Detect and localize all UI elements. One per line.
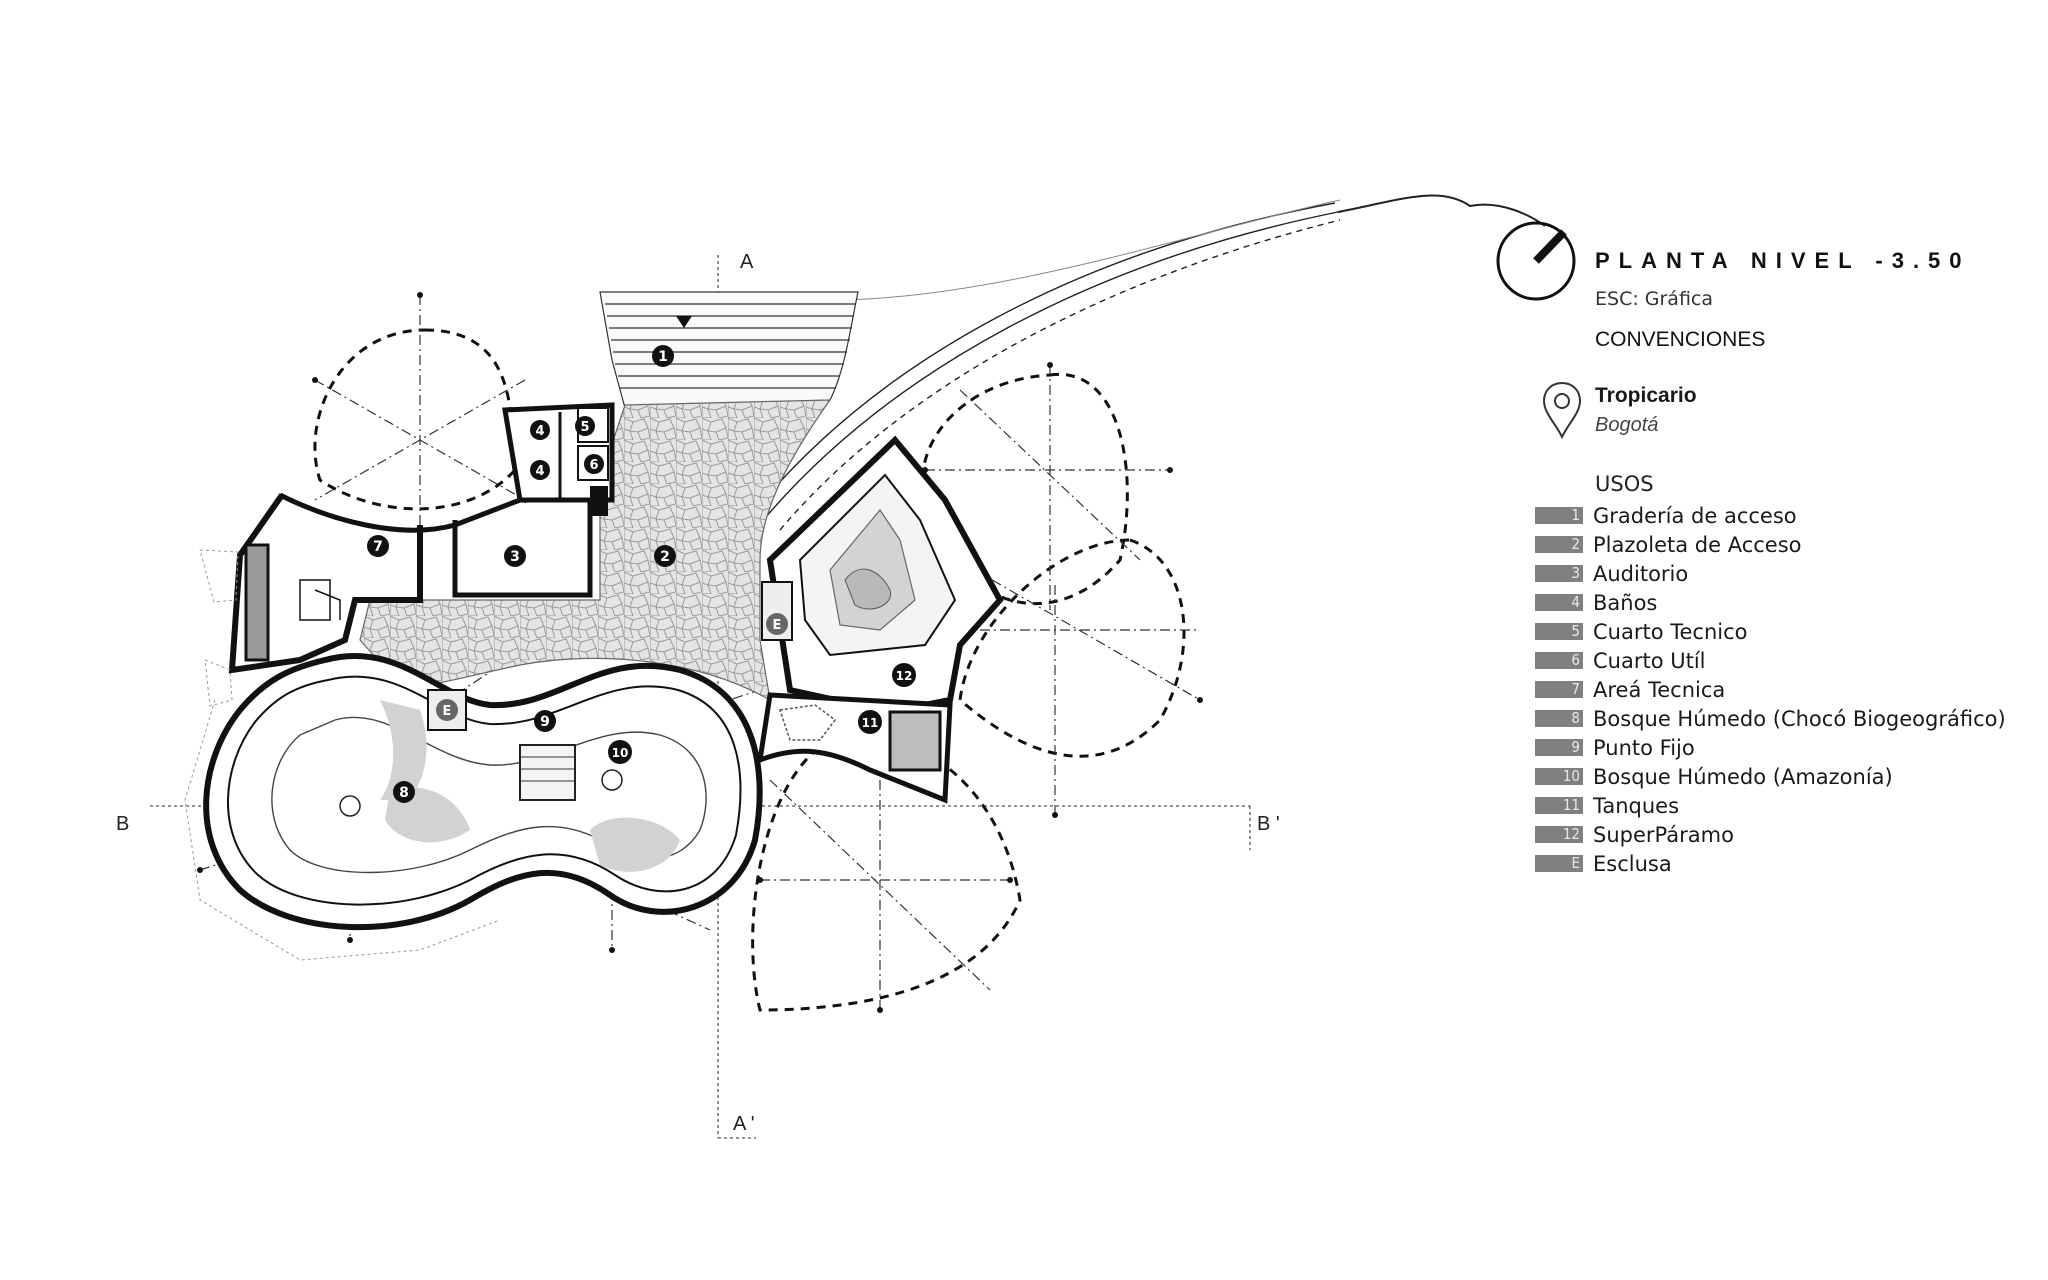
legend-item: E Esclusa	[1535, 849, 2006, 878]
legend-code: 10	[1535, 768, 1583, 785]
legend-label: Bosque Húmedo (Amazonía)	[1593, 764, 1893, 789]
legend-label: Baños	[1593, 590, 1658, 615]
room-marker-2-label: 2	[660, 549, 670, 565]
legend-code: 5	[1535, 623, 1583, 640]
room-marker-10	[608, 740, 632, 764]
room-marker-11	[858, 710, 882, 734]
construction-geometry	[313, 328, 1186, 1012]
legend-code: 4	[1535, 594, 1583, 611]
room-marker-8-label: 8	[399, 785, 409, 801]
legend-code: 7	[1535, 681, 1583, 698]
legend-item: 11 Tanques	[1535, 791, 2006, 820]
humid-forest-greenhouse	[184, 652, 763, 961]
legend-code: 8	[1535, 710, 1583, 727]
legend-label: Auditorio	[1593, 561, 1689, 586]
legend-label: Areá Tecnica	[1593, 677, 1726, 702]
legend-item: 6 Cuarto Utíl	[1535, 646, 2006, 675]
project-name: Tropicario	[1595, 384, 1697, 407]
room-marker-1	[652, 345, 674, 367]
room-marker-10-label: 10	[612, 746, 629, 760]
section-lines	[150, 255, 1251, 1139]
legend-label: Gradería de acceso	[1593, 503, 1797, 528]
legend-code: 12	[1535, 826, 1583, 843]
room-marker-4a	[530, 420, 550, 440]
room-marker-4b	[530, 460, 550, 480]
legend-code: 9	[1535, 739, 1583, 756]
uses-heading: USOS	[1595, 472, 1654, 496]
room-marker-12	[892, 663, 916, 687]
legend-item: 10 Bosque Húmedo (Amazonía)	[1535, 762, 2006, 791]
room-marker-9-label: 9	[540, 714, 550, 730]
legend-item: 5 Cuarto Tecnico	[1535, 617, 2006, 646]
north-arrow-icon	[1496, 221, 1576, 301]
room-markers: 1 2 3 4 4 5 6 7 8 9 10 11 12	[367, 345, 916, 803]
sheet-title: PLANTA NIVEL -3.50	[1595, 248, 1971, 273]
legend-label: Tanques	[1593, 793, 1680, 818]
legend-item: 9 Punto Fijo	[1535, 733, 2006, 762]
legend-item: 12 SuperPáramo	[1535, 820, 2006, 849]
legend-item: 1 Gradería de acceso	[1535, 501, 2006, 530]
airlock-boxes	[427, 581, 793, 731]
section-label-a-prime: A '	[733, 1113, 755, 1135]
legend-code: E	[1535, 855, 1583, 872]
legend-label: Plazoleta de Acceso	[1593, 532, 1802, 557]
room-marker-6	[584, 454, 604, 474]
section-label-a: A	[740, 251, 754, 273]
legend-label: Cuarto Tecnico	[1593, 619, 1748, 644]
project-city: Bogotá	[1595, 414, 1659, 436]
legend-label: Cuarto Utíl	[1593, 648, 1706, 673]
legend-item: 8 Bosque Húmedo (Chocó Biogeográfico)	[1535, 704, 2006, 733]
legend-item: 4 Baños	[1535, 588, 2006, 617]
legend-item: 7 Areá Tecnica	[1535, 675, 2006, 704]
room-marker-4b-label: 4	[535, 464, 544, 479]
legend-label: Punto Fijo	[1593, 735, 1695, 760]
map-pin-icon	[1542, 381, 1582, 440]
room-marker-12-label: 12	[896, 669, 913, 683]
room-marker-1-label: 1	[658, 349, 668, 365]
legend-code: 11	[1535, 797, 1583, 814]
room-marker-7-label: 7	[373, 539, 383, 555]
room-marker-6-label: 6	[589, 458, 598, 473]
airlock-marker-b-label: E	[773, 618, 782, 633]
conventions-heading: CONVENCIONES	[1595, 328, 1766, 351]
uses-legend: 1 Gradería de acceso 2 Plazoleta de Acceso…	[1535, 501, 2006, 878]
airlock-markers: E E	[436, 613, 788, 721]
project-location: Tropicario Bogotá	[1540, 380, 1900, 450]
section-labels: A A ' B B '	[116, 251, 1280, 1135]
legend-code: 6	[1535, 652, 1583, 669]
section-label-b: B	[116, 813, 129, 835]
scale-note: ESC: Gráfica	[1595, 288, 1714, 310]
room-marker-5-label: 5	[580, 420, 589, 435]
legend-item: 3 Auditorio	[1535, 559, 2006, 588]
legend-item: 2 Plazoleta de Acceso	[1535, 530, 2006, 559]
room-marker-8	[393, 781, 415, 803]
room-marker-5	[575, 416, 595, 436]
airlock-marker-a-label: E	[443, 704, 452, 719]
section-label-b-prime: B '	[1257, 813, 1280, 835]
room-marker-9	[534, 710, 556, 732]
legend-code: 2	[1535, 536, 1583, 553]
room-marker-3-label: 3	[510, 549, 520, 565]
room-marker-7	[367, 535, 389, 557]
access-road	[756, 194, 1546, 531]
legend-code: 3	[1535, 565, 1583, 582]
room-marker-11-label: 11	[862, 716, 879, 730]
tank-room	[756, 692, 953, 804]
room-marker-3	[504, 545, 526, 567]
legend-code: 1	[1535, 507, 1583, 524]
airlock-marker-b	[766, 613, 788, 635]
room-marker-4a-label: 4	[535, 424, 544, 439]
legend-label: SuperPáramo	[1593, 822, 1734, 847]
superparamo-greenhouse	[766, 435, 1004, 716]
auditorium-wing	[199, 492, 593, 707]
airlock-marker-a	[436, 699, 458, 721]
legend-label: Esclusa	[1593, 851, 1672, 876]
room-marker-2	[654, 545, 676, 567]
entrance-stairs	[599, 291, 859, 409]
legend-label: Bosque Húmedo (Chocó Biogeográfico)	[1593, 706, 2006, 731]
